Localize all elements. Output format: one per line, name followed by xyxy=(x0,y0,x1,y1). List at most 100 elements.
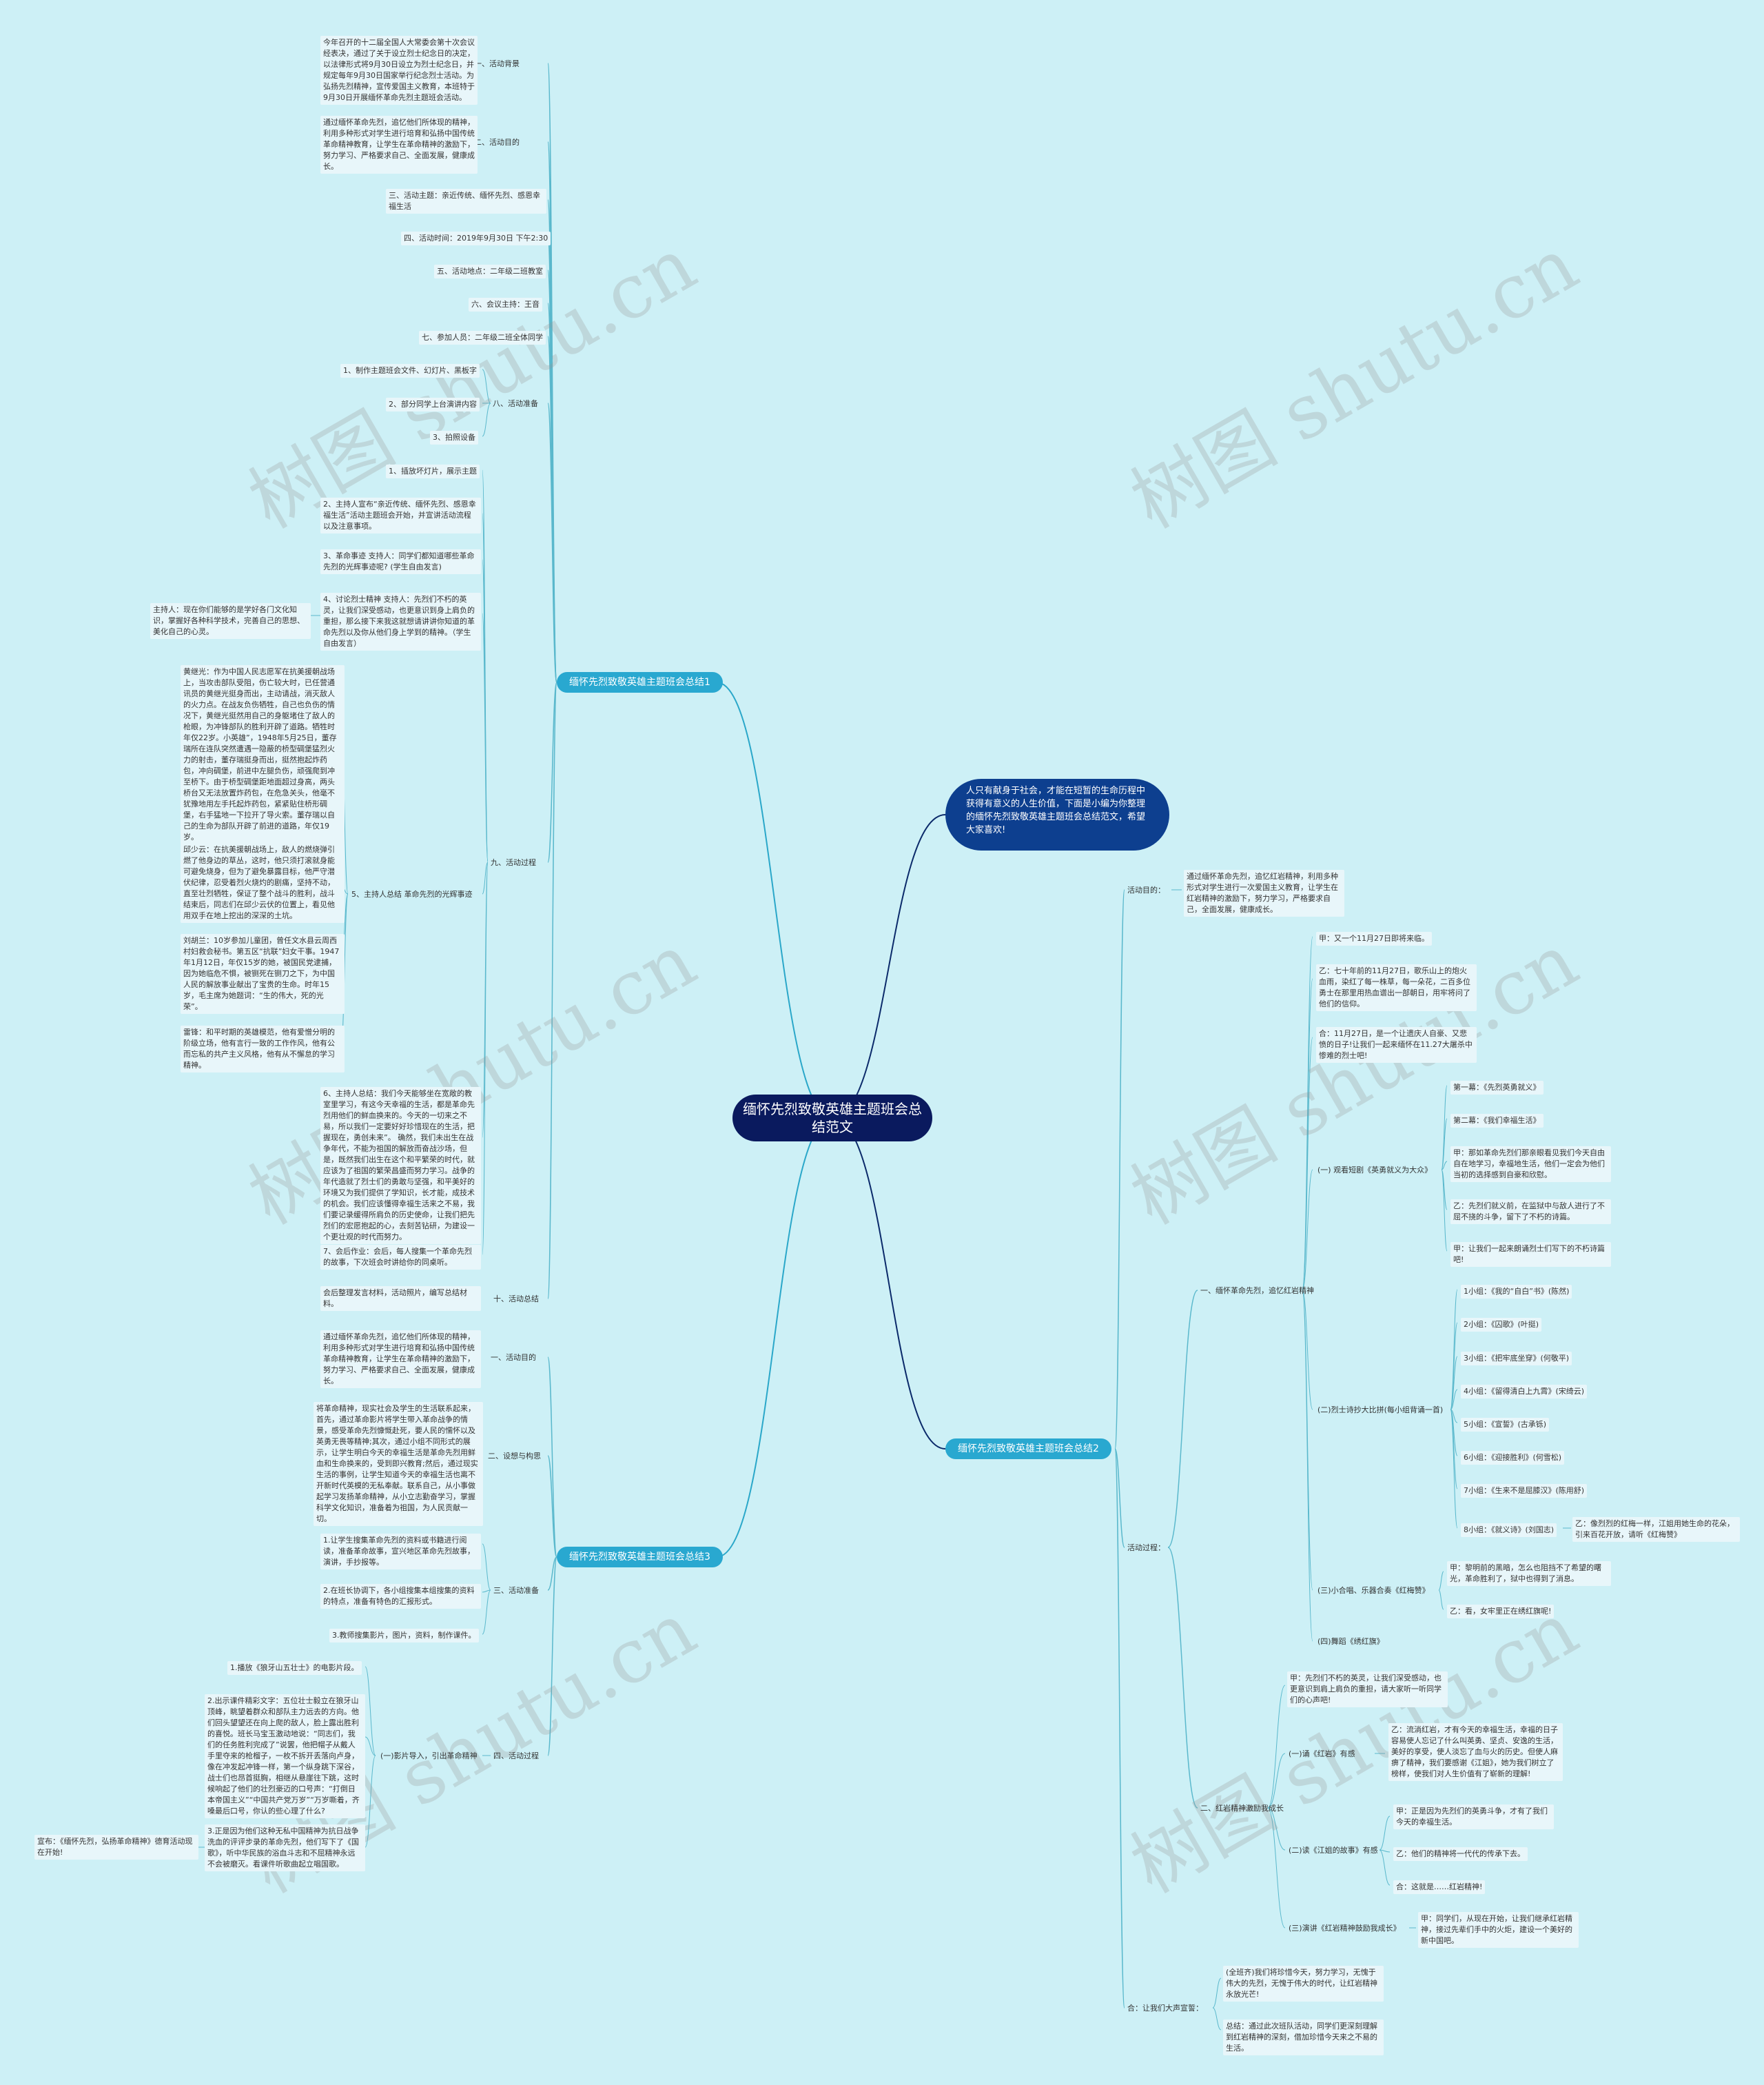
b2-g1-item: 甲：那如革命先烈们那亲眼看见我们今天自由自在地学习，幸福地生活，他们一定会为他们… xyxy=(1450,1146,1611,1182)
connector-line xyxy=(1167,1547,1198,1809)
b1-s8-item: 2、部分同学上台演讲内容 xyxy=(386,398,480,411)
b1-s2-text: 通过缅怀革命先烈，追忆他们所体现的精神，利用多种形式对学生进行培育和弘扬中国传统… xyxy=(320,116,478,174)
b2-end-item: (全班齐)我们将珍惜今天，努力学习，无愧于伟大的先烈，无愧于伟大的时代，让红岩精… xyxy=(1223,1966,1384,2002)
b2-g2-item: 8小组：《就义诗》(刘国志) xyxy=(1461,1523,1557,1537)
b3-s4-label[interactable]: 四、活动过程 xyxy=(493,1751,539,1760)
b3-s3-item: 2.在班长协调下，各小组搜集本组搜集的资料的特点，准备有特色的汇报形式。 xyxy=(320,1584,481,1609)
b2-g1-item: 乙：先烈们就义前，在监狱中与敌人进行了不屈不挠的斗争，留下了不朽的诗篇。 xyxy=(1450,1199,1611,1224)
b1-s9-item: 4、讨论烈士精神 支持人：先烈们不朽的英灵，让我们深受感动，也更意识到身上肩负的… xyxy=(320,593,481,651)
b2-h2-item: 乙：他们的精神将一代代的传承下去。 xyxy=(1393,1847,1528,1861)
connector-line xyxy=(547,403,557,683)
b2-g1-item: 甲：让我们一起来朗诵烈士们写下的不朽诗篇吧! xyxy=(1450,1242,1611,1267)
connector-line xyxy=(547,1356,557,1558)
root-node[interactable]: 缅怀先烈致敬英雄主题班会总结范文 xyxy=(732,1095,932,1141)
connector-line xyxy=(482,862,489,895)
b2-h2-label[interactable]: (二)读《江姐的故事》有感 xyxy=(1289,1846,1378,1855)
connector-line xyxy=(1302,1290,1313,1642)
b1-s8-item: 1、制作主题班会文件、幻灯片、黑板字 xyxy=(340,364,480,378)
b2-p1-intro: 甲：又一个11月27日即将来临。 xyxy=(1316,932,1432,946)
b3-s3-label[interactable]: 三、活动准备 xyxy=(493,1586,539,1595)
connector-line xyxy=(1450,1409,1458,1529)
b2-end-label[interactable]: 合：让我们大声宣誓： xyxy=(1127,2004,1203,2013)
b2-h1-text: 乙：流淌红岩，才有今天的幸福生活，幸福的日子容易使人忘记了什么叫英勇、坚贞、安逸… xyxy=(1388,1723,1563,1781)
b2-h3-label[interactable]: (三)演讲《红岩精神鼓励我成长》 xyxy=(1289,1924,1401,1933)
b2-g2-item: 7小组：《生来不是屈膝汉》(陈用舒) xyxy=(1461,1484,1588,1498)
b3-s2-text: 将革命精神，现实社会及学生的生活联系起来，首先，通过革命影片将学生带入革命战争的… xyxy=(314,1402,483,1526)
b1-s10-label[interactable]: 十、活动总结 xyxy=(493,1294,539,1303)
b2-g3-item: 乙：看，女牢里正在绣红旗呢! xyxy=(1447,1605,1555,1618)
connector-line xyxy=(1114,889,1125,1450)
b3-s1-label[interactable]: 一、活动目的 xyxy=(491,1353,536,1362)
intro-node[interactable]: 人只有献身于社会，才能在短暂的生命历程中获得有意义的人生价值，下面是小编为你整理… xyxy=(945,779,1169,851)
b1-s8-item: 3、拍照设备 xyxy=(430,431,478,445)
b1-s6[interactable]: 六、会议主持：王音 xyxy=(469,298,542,312)
connector-line xyxy=(832,1117,946,1450)
connector-line xyxy=(547,1556,557,1591)
b1-s8-label[interactable]: 八、活动准备 xyxy=(493,399,538,408)
b1-s4[interactable]: 四、活动时间：2019年9月30日 下午2:30 xyxy=(401,232,551,245)
b2-g2-item: 5小组：《宣誓》(古承铄) xyxy=(1461,1418,1550,1432)
b2-g2-label[interactable]: (二)烈士诗抄大比拼(每小组背诵一首) xyxy=(1317,1405,1444,1414)
connector-line xyxy=(547,682,557,1299)
b3-s4a-item: 1.播放《狼牙山五壮士》的电影片段。 xyxy=(227,1661,362,1675)
connector-line xyxy=(365,1666,376,1756)
b1-s1-text: 今年召开的十二届全国人大常委会第十次会议经表决，通过了关于设立烈士纪念日的决定，… xyxy=(320,36,478,105)
b2-g4-label[interactable]: (四)舞蹈《绣红旗》 xyxy=(1317,1637,1384,1646)
b1-story-2: 邱少云：在抗美援朝战场上，敌人的燃烧弹引燃了他身边的草丛，这时，他只须打滚就身能… xyxy=(181,843,345,923)
connector-line xyxy=(1450,1289,1458,1410)
b1-story-3: 刘胡兰：10岁参加儿童团，曾任文水县云周西村妇救会秘书。第五区“抗联”妇女干事。… xyxy=(181,934,345,1014)
b2-p2-label[interactable]: 二、红岩精神激励我成长 xyxy=(1200,1804,1284,1813)
connector-line xyxy=(1379,1816,1391,1851)
b2-g1-item: 第一幕：《先烈英勇就义》 xyxy=(1450,1081,1544,1095)
connector-line xyxy=(1438,1589,1444,1610)
b1-s9-label[interactable]: 九、活动过程 xyxy=(491,858,536,867)
b1-s9-item: 1、插放坏灯片，展示主题 xyxy=(386,465,480,478)
b2-p1-label[interactable]: 一、缅怀革命先烈，追忆红岩精神 xyxy=(1200,1286,1314,1295)
b2-purpose-label[interactable]: 活动目的： xyxy=(1127,886,1165,895)
connector-line xyxy=(716,682,833,1119)
b3-s4a-label[interactable]: (一)影片导入，引出革命精神 xyxy=(380,1751,478,1760)
connector-line xyxy=(1267,1807,1286,1851)
branch-1[interactable]: 缅怀先烈致敬英雄主题班会总结1 xyxy=(557,672,723,693)
b1-s1-label[interactable]: 一、活动背景 xyxy=(474,59,520,68)
b2-g2-item: 1小组：《我的“自白”书》(陈然) xyxy=(1461,1285,1572,1299)
b1-s9-item: 3、革命事迹 支持人：同学们都知道哪些革命先烈的光辉事迹呢? (学生自由发言) xyxy=(320,549,481,574)
b2-g2-item: 4小组：《留得清白上九霄》(宋绮云) xyxy=(1461,1385,1588,1399)
connector-line xyxy=(1438,1571,1444,1591)
connector-line xyxy=(482,613,489,863)
connector-line xyxy=(1267,1753,1286,1809)
b3-s2-label[interactable]: 二、设想与构思 xyxy=(488,1452,541,1461)
b2-process-label[interactable]: 活动过程： xyxy=(1127,1543,1165,1552)
connector-line xyxy=(1114,1448,1125,2008)
connector-line xyxy=(482,403,491,437)
connector-line xyxy=(482,1589,491,1593)
connector-line xyxy=(365,1755,376,1848)
connector-line xyxy=(832,814,946,1119)
connector-line xyxy=(1302,1290,1313,1591)
connector-line xyxy=(1379,1849,1391,1886)
b2-p1-intro: 合：11月27日，是一个让遗庆人自豪、又悲愤的日子!让我们一起来缅怀在11.27… xyxy=(1316,1027,1477,1063)
b1-s3[interactable]: 三、活动主题：亲近传统、缅怀先烈、感恩幸福生活 xyxy=(386,189,546,214)
b1-s5[interactable]: 五、活动地点：二年级二班教室 xyxy=(434,265,546,278)
b2-g2-extra: 乙：像烈烈的红梅一样，江姐用她生命的花朵，引来百花开放，请听《红梅赞》 xyxy=(1572,1517,1740,1542)
b3-s4a-item: 2.出示课件精彩文字：五位壮士毅立在狼牙山顶峰，眺望着群众和部队主力远去的方向。… xyxy=(205,1694,365,1818)
b2-g3-label[interactable]: (三)小合唱、乐器合奏《红梅赞》 xyxy=(1317,1586,1430,1595)
connector-line xyxy=(1114,1448,1125,1548)
connector-line xyxy=(482,1543,491,1591)
connector-line xyxy=(1302,1037,1313,1291)
b3-s3-item: 3.教师搜集影片，图片，资料，制作课件。 xyxy=(329,1629,479,1642)
b1-s7[interactable]: 七、参加人员：二年级二班全体同学 xyxy=(419,331,546,345)
b2-h1-label[interactable]: (一)诵《红岩》有感 xyxy=(1289,1749,1355,1758)
b1-host-note: 主持人：现在你们能够的是学好各门文化知识，掌握好各种科学技术，完善自己的思想、美… xyxy=(150,603,311,639)
connector-line xyxy=(1302,1290,1313,1410)
b2-h3-text: 甲：同学们，从现在开始，让我们继承红岩精神，接过先辈们手中的火炬，建设一个美好的… xyxy=(1418,1912,1579,1948)
b1-s9-item: 2、主持人宣布“亲近传统、缅怀先烈、感恩幸福生活”活动主题班会开始，并宣讲活动流… xyxy=(320,498,481,533)
branch-2[interactable]: 缅怀先烈致敬英雄主题班会总结2 xyxy=(945,1438,1111,1459)
b2-p2-intro: 甲：先烈们不朽的英灵，让我们深受感动，也更意识到肩上肩负的重担，请大家听一听同学… xyxy=(1287,1671,1448,1707)
connector-line xyxy=(1302,1169,1313,1291)
b1-s2-label[interactable]: 二、活动目的 xyxy=(474,138,520,147)
connector-line xyxy=(1267,1685,1286,1809)
b2-g1-label[interactable]: (一) 观看短剧《英勇就义为大众》 xyxy=(1317,1166,1433,1174)
branch-3[interactable]: 缅怀先烈致敬英雄主题班会总结3 xyxy=(557,1547,723,1567)
